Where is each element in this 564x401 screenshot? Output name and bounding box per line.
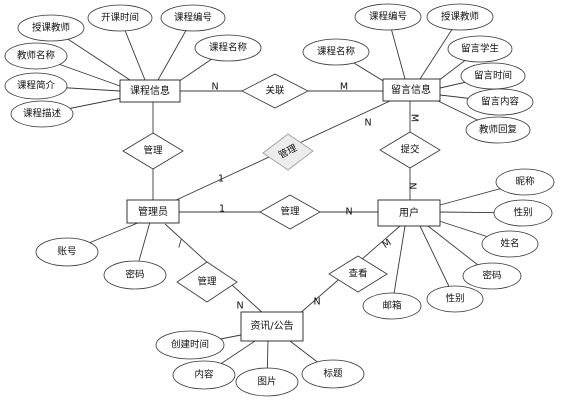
attr-message-time: 留言时间 — [460, 62, 526, 90]
entity-course: 课程信息 — [119, 79, 181, 103]
attr-admin-password: 密码 — [103, 260, 167, 290]
attr-news-content: 内容 — [172, 360, 236, 390]
attr-user-password: 密码 — [462, 262, 522, 290]
attr-course-start-time: 开课时间 — [87, 4, 153, 32]
attr-course-teacher-name: 教师名称 — [4, 42, 68, 70]
svg-text:开课时间: 开课时间 — [101, 12, 139, 24]
svg-text:姓名: 姓名 — [500, 238, 519, 250]
svg-text:课程名称: 课程名称 — [317, 46, 356, 58]
svg-text:留言学生: 留言学生 — [461, 43, 500, 55]
card-submit-user: N — [407, 182, 418, 189]
svg-text:创建时间: 创建时间 — [171, 339, 209, 351]
svg-text:课程名称: 课程名称 — [209, 42, 248, 54]
svg-text:资讯/公告: 资讯/公告 — [250, 319, 293, 332]
attr-course-teacher: 授课教师 — [17, 14, 85, 42]
svg-text:留言信息: 留言信息 — [391, 83, 431, 96]
card-message-submit: M — [409, 114, 420, 122]
svg-text:密码: 密码 — [482, 270, 501, 282]
svg-text:授课教师: 授课教师 — [441, 11, 479, 23]
svg-text:昵称: 昵称 — [515, 176, 535, 188]
svg-text:留言内容: 留言内容 — [481, 96, 520, 108]
attr-message-course-name: 课程名称 — [302, 38, 370, 66]
svg-text:授课教师: 授课教师 — [32, 22, 70, 34]
svg-text:课程信息: 课程信息 — [130, 84, 170, 97]
svg-text:课程描述: 课程描述 — [23, 108, 62, 120]
attr-news-title: 标题 — [301, 359, 365, 389]
svg-text:课程简介: 课程简介 — [17, 80, 56, 92]
svg-text:图片: 图片 — [257, 376, 276, 388]
card-news-view: N — [313, 297, 320, 308]
svg-text:邮箱: 邮箱 — [382, 300, 401, 312]
relationship-manage-user: 管理 — [259, 194, 321, 230]
card-manage-news-end: N — [236, 301, 243, 312]
svg-text:课程编号: 课程编号 — [174, 12, 212, 24]
svg-text:留言时间: 留言时间 — [474, 70, 512, 82]
svg-text:密码: 密码 — [125, 269, 144, 281]
svg-text:教师回复: 教师回复 — [479, 124, 518, 136]
entity-user: 用户 — [377, 199, 441, 227]
svg-text:管理: 管理 — [143, 145, 163, 157]
svg-text:性别: 性别 — [445, 293, 464, 305]
card-view-user: M — [380, 237, 393, 251]
attr-message-course-id: 课程编号 — [354, 3, 422, 31]
svg-text:教师名称: 教师名称 — [17, 50, 56, 62]
card-admin-manage-message: 1 — [218, 174, 224, 185]
svg-text:查看: 查看 — [348, 268, 367, 280]
entity-message: 留言信息 — [382, 78, 441, 102]
cardinality-labels: N M 1 N M N 1 N / N N M — [178, 82, 419, 312]
card-manage-user-end: N — [345, 207, 352, 218]
svg-text:用户: 用户 — [399, 206, 419, 219]
attr-message-teacher: 授课教师 — [426, 3, 494, 31]
card-manage-message-end: N — [364, 118, 371, 129]
svg-text:账号: 账号 — [57, 247, 76, 258]
attr-user-nickname: 昵称 — [495, 168, 555, 196]
card-admin-manage-news: / — [178, 239, 182, 250]
relationship-manage-message: 管理 — [262, 133, 314, 171]
attr-news-image: 图片 — [235, 367, 299, 397]
attr-user-gender: 性别 — [493, 199, 553, 227]
svg-text:管理员: 管理员 — [138, 205, 168, 218]
card-course-assoc: N — [211, 82, 218, 93]
attr-course-name: 课程名称 — [194, 34, 262, 62]
card-admin-manage-user: 1 — [219, 204, 225, 215]
relationship-view: 查看 — [328, 255, 388, 293]
relationship-assoc: 关联 — [241, 73, 309, 109]
svg-text:性别: 性别 — [513, 207, 532, 219]
attr-news-created: 创建时间 — [155, 330, 225, 360]
svg-text:管理: 管理 — [280, 206, 300, 218]
attr-user-name: 姓名 — [481, 230, 539, 258]
attr-course-id: 课程编号 — [160, 4, 226, 32]
entity-admin: 管理员 — [126, 199, 180, 224]
svg-text:内容: 内容 — [194, 369, 214, 381]
card-assoc-message: M — [340, 82, 348, 93]
attr-message-content: 留言内容 — [466, 88, 534, 116]
relationship-submit: 提交 — [379, 131, 441, 169]
attr-user-email: 邮箱 — [362, 292, 422, 320]
svg-text:管理: 管理 — [197, 276, 217, 288]
relationship-manage-course: 管理 — [122, 132, 184, 170]
svg-text:关联: 关联 — [265, 85, 285, 97]
svg-text:提交: 提交 — [400, 144, 420, 156]
relationship-manage-news: 管理 — [176, 261, 238, 303]
attr-course-intro: 课程简介 — [4, 72, 68, 100]
attr-message-student: 留言学生 — [447, 35, 513, 63]
entity-news: 资讯/公告 — [240, 311, 304, 342]
attr-admin-account: 账号 — [35, 237, 99, 267]
svg-text:标题: 标题 — [323, 368, 343, 380]
svg-text:课程编号: 课程编号 — [369, 11, 407, 23]
attr-course-description: 课程描述 — [10, 100, 74, 128]
attr-message-reply: 教师回复 — [465, 116, 531, 144]
attr-user-gender-2: 性别 — [426, 285, 484, 313]
